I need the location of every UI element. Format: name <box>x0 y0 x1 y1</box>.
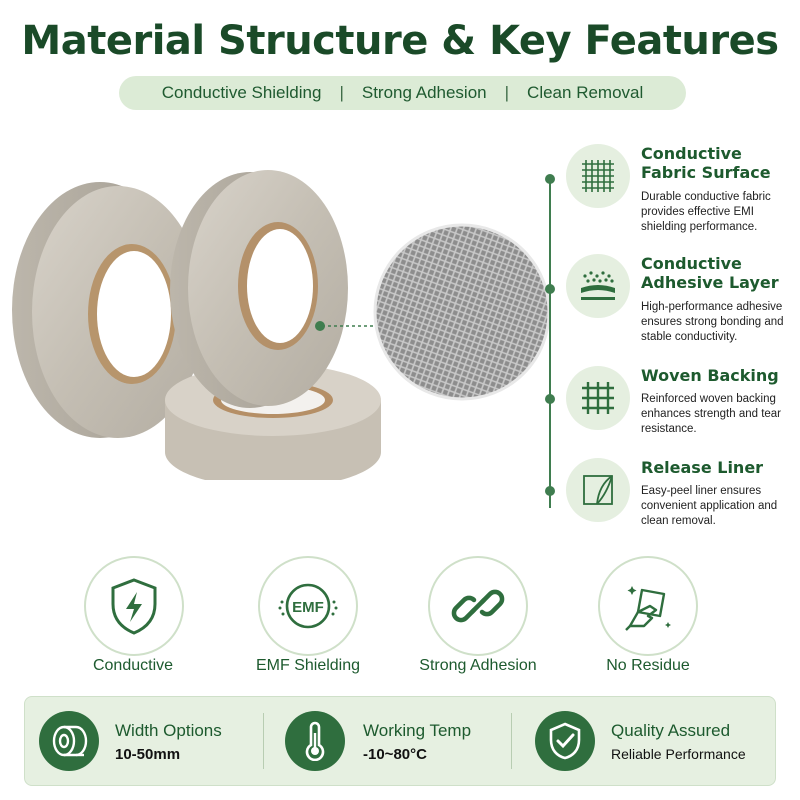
badge-label: EMF Shielding <box>255 657 361 674</box>
timeline-dot <box>545 284 555 294</box>
badge-label: Conductive <box>92 657 174 674</box>
tag-strong-adhesion: Strong Adhesion <box>361 83 487 102</box>
spec-label: Width Options <box>115 721 222 740</box>
thermometer-icon <box>285 711 345 771</box>
spec-value: 10-50mm <box>115 746 181 763</box>
spec-bar: Width Options 10-50mm Working Temp -10~8… <box>24 696 776 786</box>
spec-divider <box>511 713 512 769</box>
fabric-grid-icon <box>566 144 630 208</box>
spec-label: Working Temp <box>363 721 472 740</box>
spec-value: -10~80°C <box>363 746 427 763</box>
feature-desc: Easy-peel liner ensures convenient appli… <box>641 485 778 527</box>
feature-desc: Durable conductive fabric provides effec… <box>641 191 771 233</box>
feature-desc: High-performance adhesive ensures strong… <box>641 301 784 343</box>
no-residue-badge <box>598 556 698 656</box>
shield-check-icon <box>535 711 595 771</box>
badge-label: Strong Adhesion <box>419 657 537 674</box>
feature-list: Conductive Fabric Surface Durable conduc… <box>540 140 800 540</box>
tag-separator: | <box>504 83 510 102</box>
tag-conductive-shielding: Conductive Shielding <box>161 83 322 102</box>
tape-roll-upright <box>170 170 348 408</box>
spec-quality-assured: Quality Assured Reliable Performance <box>515 697 777 785</box>
emf-icon: EMF <box>278 583 338 629</box>
wipe-hand-icon <box>625 586 671 631</box>
tape-roll-left <box>12 182 204 438</box>
spec-width-options: Width Options 10-50mm <box>25 697 265 785</box>
fabric-magnify-circle <box>373 223 551 401</box>
shield-bolt-icon <box>111 578 157 635</box>
adhesive-layer-icon <box>566 254 630 318</box>
spec-working-temp: Working Temp -10~80°C <box>265 697 515 785</box>
timeline-dot <box>545 174 555 184</box>
feature-name: Conductive Adhesive Layer <box>641 254 779 292</box>
spec-label: Quality Assured <box>611 721 731 740</box>
callout-dot <box>315 321 325 331</box>
feature-desc: Reinforced woven backing enhances streng… <box>641 393 782 435</box>
tag-separator: | <box>339 83 344 102</box>
page-title: Material Structure & Key Features <box>21 18 779 64</box>
tag-clean-removal: Clean Removal <box>527 83 644 102</box>
timeline-dot <box>545 486 555 496</box>
chain-link-icon <box>451 589 505 623</box>
timeline-dot <box>545 394 555 404</box>
feature-timeline-line <box>549 178 551 508</box>
feature-tags-pill: Conductive Shielding | Strong Adhesion |… <box>119 76 686 110</box>
badge-label: No Residue <box>606 657 690 674</box>
feature-name: Woven Backing <box>641 366 779 385</box>
feature-name: Release Liner <box>641 458 764 477</box>
emf-icon-text: EMF <box>292 599 324 616</box>
strong-adhesion-badge <box>428 556 528 656</box>
emf-shielding-badge: EMF <box>258 556 358 656</box>
tape-roll-icon <box>39 711 99 771</box>
spec-divider <box>263 713 264 769</box>
feature-name: Conductive Fabric Surface <box>641 144 771 182</box>
spec-value: Reliable Performance <box>611 746 746 762</box>
conductive-badge <box>84 556 184 656</box>
tape-rolls-image <box>12 170 551 480</box>
woven-mesh-icon <box>566 366 630 430</box>
peel-liner-icon <box>566 458 630 522</box>
